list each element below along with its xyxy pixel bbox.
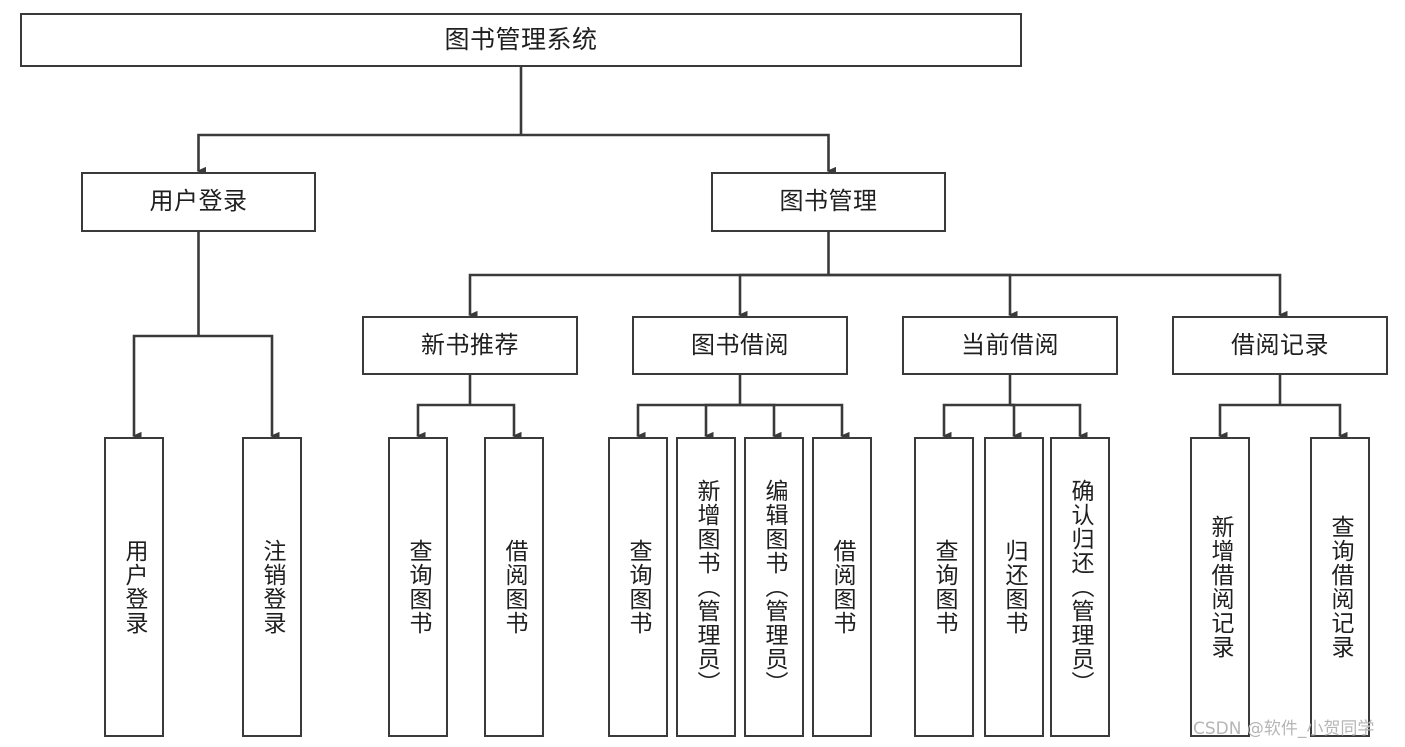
- leaf-return-book[interactable]: 归还图书: [984, 437, 1044, 737]
- leaf-query-borrow-record[interactable]: 查询借阅记录: [1310, 437, 1370, 737]
- node-label: 查询借阅记录: [1326, 515, 1353, 659]
- watermark: CSDN @软件_小贺同学: [1193, 719, 1375, 739]
- node-user-login[interactable]: 用户登录: [81, 172, 316, 232]
- node-label: 查询图书: [624, 539, 651, 635]
- node-label: 当前借阅: [961, 330, 1059, 359]
- node-book-borrow[interactable]: 图书借阅: [632, 316, 848, 375]
- node-label: 查询图书: [930, 539, 957, 635]
- node-label: 新增借阅记录: [1206, 515, 1233, 659]
- node-borrow-record[interactable]: 借阅记录: [1172, 316, 1388, 375]
- leaf-confirm-return[interactable]: 确认归还（管理员）: [1050, 437, 1110, 737]
- node-label: 查询图书: [404, 539, 431, 635]
- leaf-query-book-1[interactable]: 查询图书: [388, 437, 448, 737]
- leaf-user-logout[interactable]: 注销登录: [242, 437, 302, 737]
- node-label: 图书管理系统: [444, 24, 598, 54]
- node-label: 新书推荐: [421, 330, 519, 359]
- node-new-book-recommend[interactable]: 新书推荐: [362, 316, 578, 375]
- node-root[interactable]: 图书管理系统: [20, 13, 1022, 67]
- leaf-edit-book[interactable]: 编辑图书（管理员）: [744, 437, 804, 737]
- node-current-borrow[interactable]: 当前借阅: [902, 316, 1118, 375]
- leaf-user-login[interactable]: 用户登录: [104, 437, 164, 737]
- node-label: 借阅图书: [828, 539, 855, 635]
- leaf-query-book-2[interactable]: 查询图书: [608, 437, 668, 737]
- leaf-borrow-book-2[interactable]: 借阅图书: [812, 437, 872, 737]
- node-label: 编辑图书（管理员）: [760, 479, 787, 695]
- node-label: 借阅图书: [500, 539, 527, 635]
- leaf-query-book-3[interactable]: 查询图书: [914, 437, 974, 737]
- node-label: 用户登录: [120, 539, 147, 635]
- node-book-manage[interactable]: 图书管理: [711, 172, 946, 232]
- leaf-add-book[interactable]: 新增图书（管理员）: [676, 437, 736, 737]
- node-label: 新增图书（管理员）: [692, 479, 719, 695]
- leaf-add-borrow-record[interactable]: 新增借阅记录: [1190, 437, 1250, 737]
- node-label: 图书管理: [779, 187, 878, 216]
- node-label: 借阅记录: [1231, 330, 1329, 359]
- node-label: 图书借阅: [691, 330, 789, 359]
- leaf-borrow-book-1[interactable]: 借阅图书: [484, 437, 544, 737]
- node-label: 用户登录: [149, 187, 248, 216]
- node-label: 确认归还（管理员）: [1066, 479, 1093, 695]
- node-label: 归还图书: [1000, 539, 1027, 635]
- node-label: 注销登录: [258, 539, 285, 635]
